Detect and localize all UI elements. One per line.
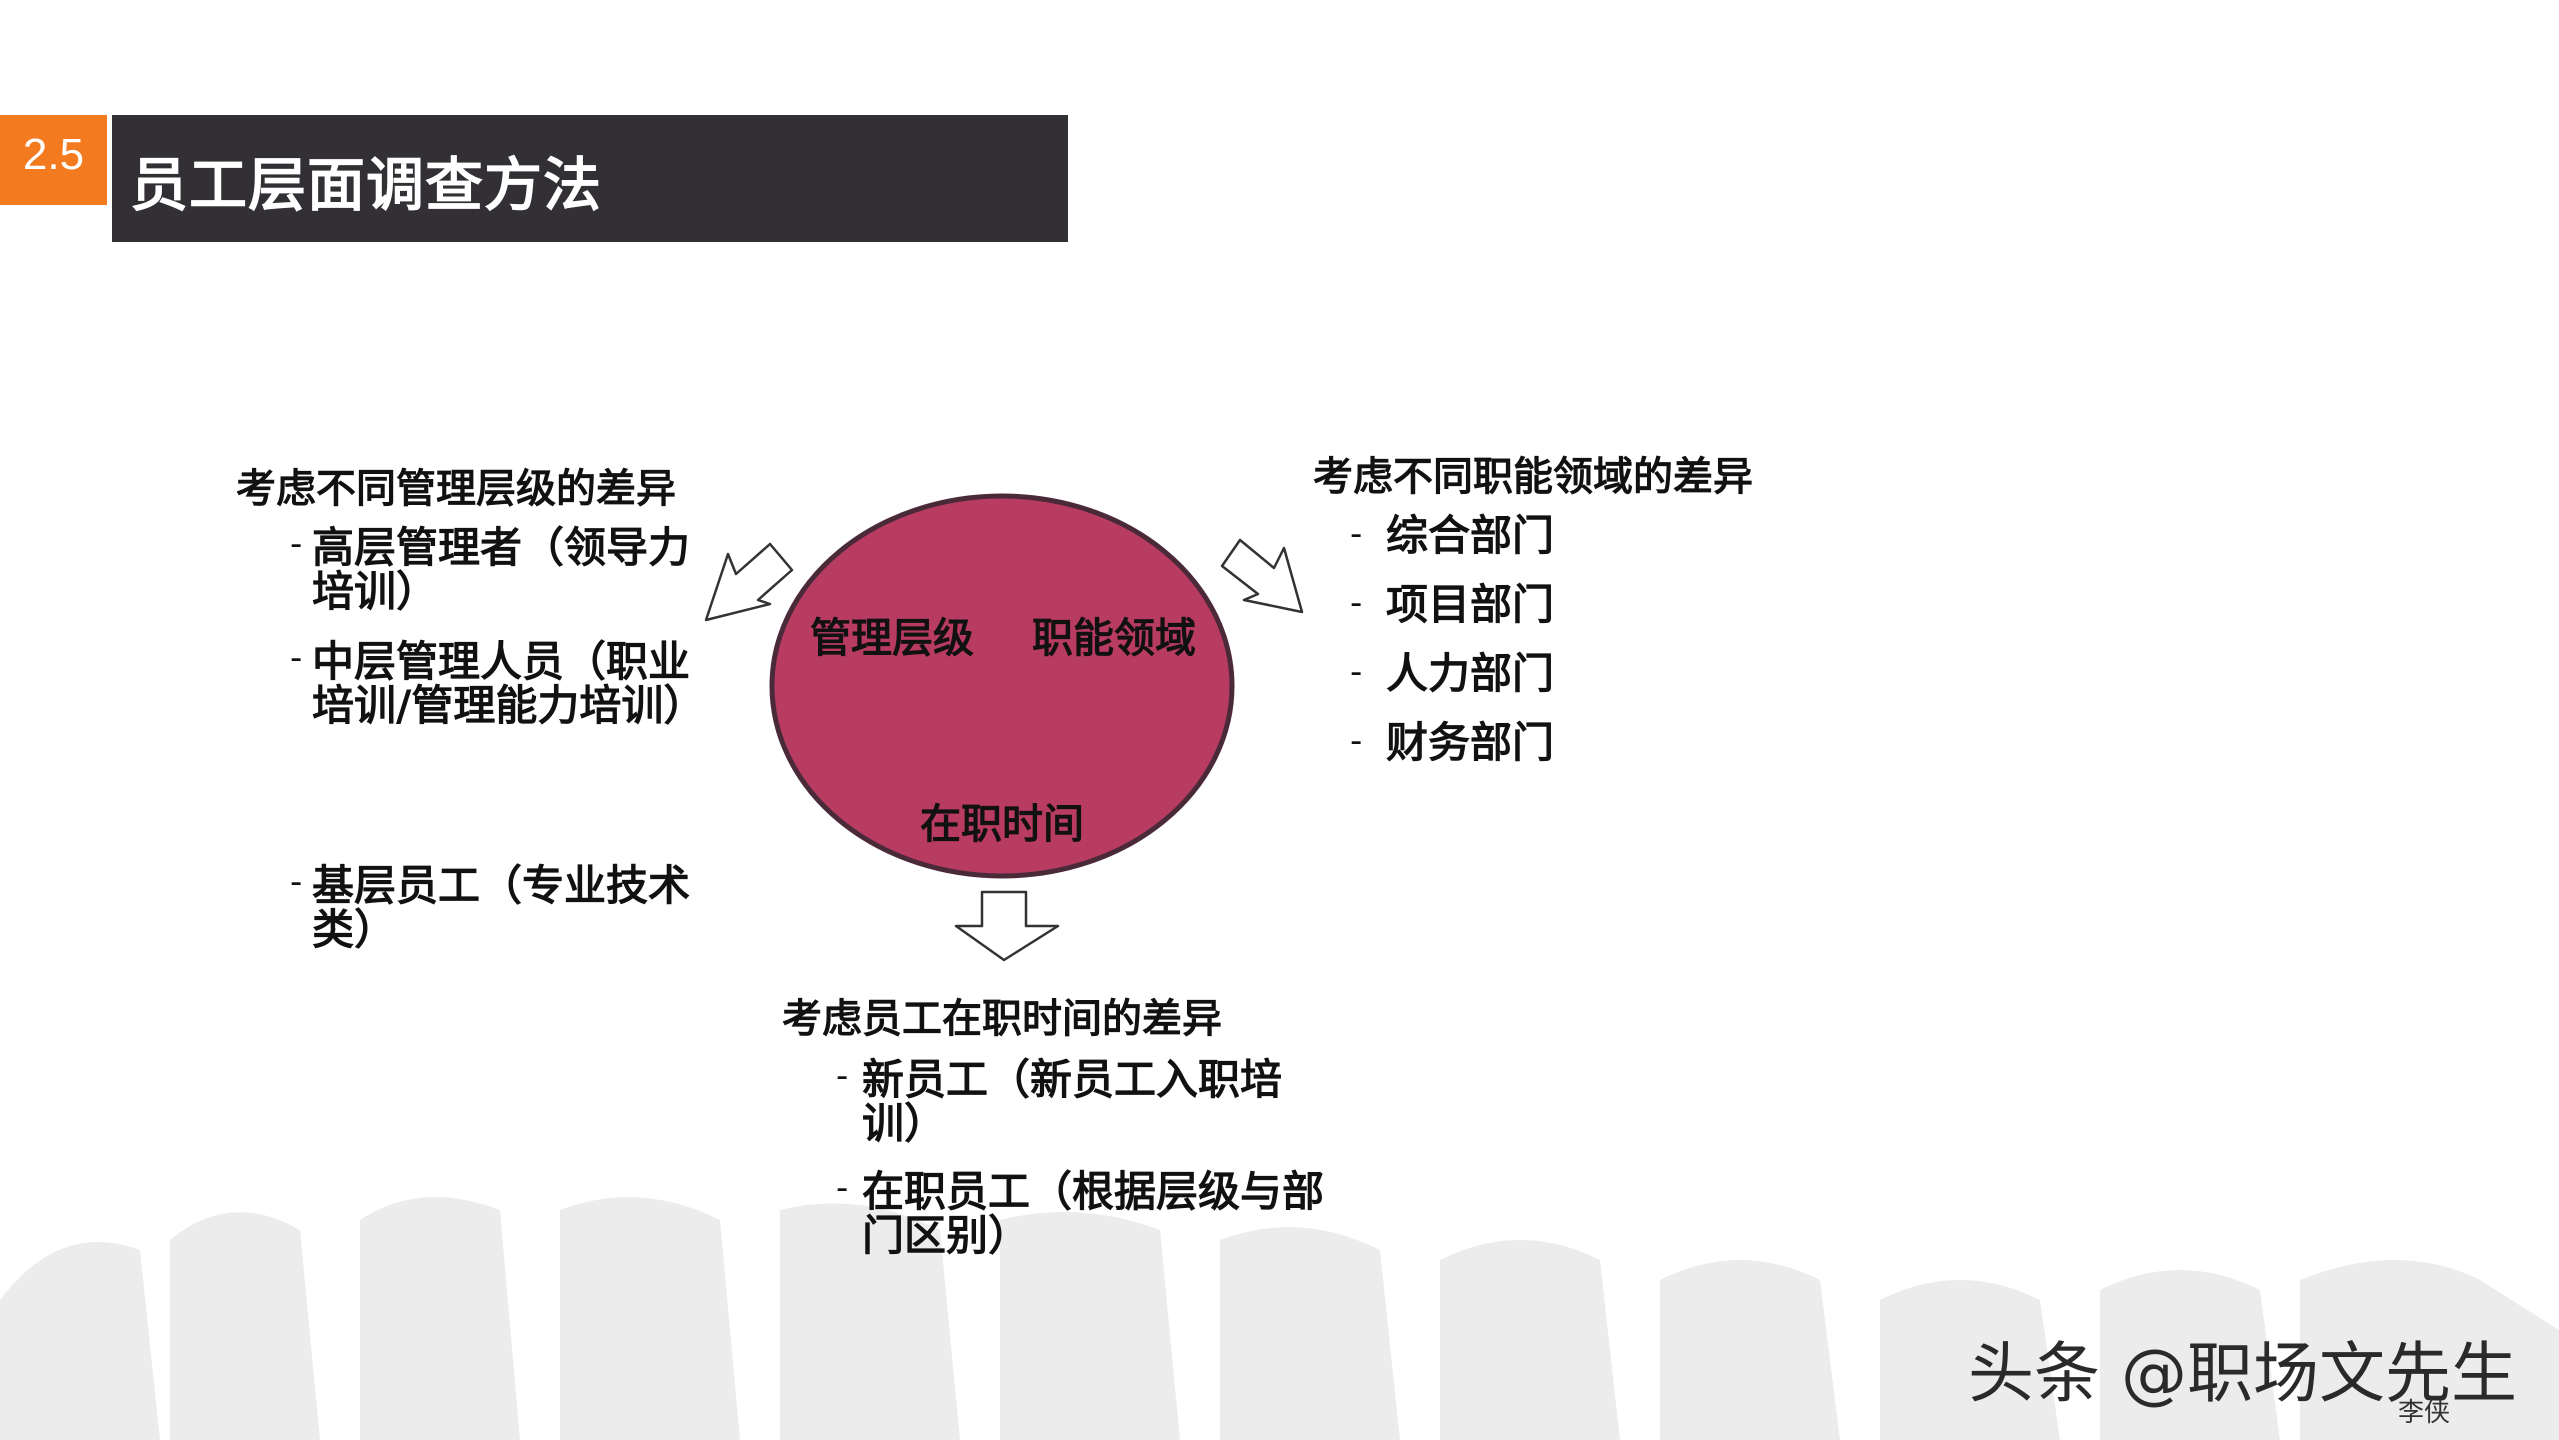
arrow-up-left-icon: [704, 542, 794, 622]
bottom-item-2: 在职员工（根据层级与部门区别）: [862, 1167, 1325, 1260]
left-heading: 考虑不同管理层级的差异: [236, 466, 676, 512]
background-silhouettes: [0, 1197, 2559, 1440]
bottom-heading: 考虑员工在职时间的差异: [782, 996, 1222, 1042]
title-bar: [112, 115, 1068, 242]
section-number-badge: 2.5: [0, 115, 107, 205]
watermark: 头条 @职场文先生: [1968, 1335, 2517, 1412]
bottom-list-item: - 在职员工（根据层级与部门区别）: [836, 1167, 1356, 1260]
center-circle: [769, 493, 1235, 879]
left-list-item: - 中层管理人员（职业培训/管理能力培训）: [290, 637, 710, 730]
page-title: 员工层面调查方法: [130, 151, 603, 219]
right-list-item: - 财务部门: [1350, 718, 1555, 767]
right-heading: 考虑不同职能领域的差异: [1313, 454, 1753, 500]
left-item-3: 基层员工（专业技术类）: [312, 861, 691, 954]
arrow-up-right-icon: [1220, 538, 1304, 614]
bottom-item-1: 新员工（新员工入职培训）: [862, 1055, 1283, 1148]
left-list-item: - 基层员工（专业技术类）: [290, 861, 710, 954]
watermark-sub: 李侠: [2398, 1398, 2451, 1428]
left-item-1: 高层管理者（领导力培训）: [312, 523, 691, 616]
arrow-down-icon: [954, 890, 1060, 962]
right-list-item: - 综合部门: [1350, 511, 1555, 560]
right-item-2: 项目部门: [1386, 580, 1555, 629]
circle-label-function: 职能领域: [1032, 614, 1196, 662]
left-list-item: - 高层管理者（领导力培训）: [290, 523, 710, 616]
right-item-4: 财务部门: [1386, 718, 1555, 767]
circle-label-management: 管理层级: [810, 614, 974, 662]
left-item-2: 中层管理人员（职业培训/管理能力培训）: [312, 637, 706, 730]
right-item-1: 综合部门: [1386, 511, 1555, 560]
right-item-3: 人力部门: [1386, 649, 1555, 698]
right-list-item: - 项目部门: [1350, 580, 1555, 629]
right-list-item: - 人力部门: [1350, 649, 1555, 698]
circle-label-tenure: 在职时间: [920, 800, 1084, 848]
bottom-list-item: - 新员工（新员工入职培训）: [836, 1055, 1356, 1148]
